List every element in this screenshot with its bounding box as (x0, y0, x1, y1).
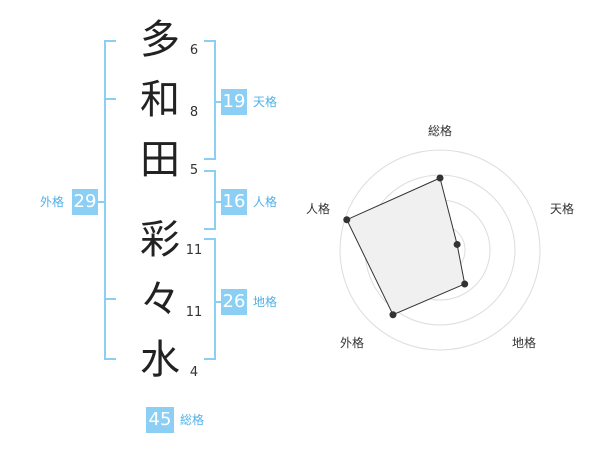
radar-label-tenkaku: 天格 (550, 202, 575, 216)
soukaku-badge: 45 (146, 407, 174, 433)
character-4: 彩 (140, 217, 180, 263)
gaikaku-label: 外格 (40, 195, 65, 209)
radar-label-chikaku: 地格 (512, 336, 537, 350)
radar-point-2 (453, 240, 461, 248)
radar-points (343, 174, 469, 319)
character-2: 和 (140, 77, 180, 123)
radar-point-3 (461, 280, 469, 288)
radar-label-gaikaku: 外格 (340, 336, 365, 350)
stroke-count-4: 11 (185, 243, 203, 258)
radar-label-soukaku: 総格 (428, 124, 453, 138)
radar-ring-4 (339, 149, 541, 351)
stroke-count-5: 11 (185, 305, 203, 320)
tenkaku-label: 天格 (253, 95, 278, 109)
jinkaku-label: 人格 (253, 195, 278, 209)
character-1: 多 (140, 17, 180, 63)
chikaku-label: 地格 (253, 295, 278, 309)
radar-point-1 (436, 174, 444, 182)
stroke-count-6: 4 (189, 365, 199, 380)
radar-point-4 (389, 311, 397, 319)
radar-point-5 (343, 216, 351, 224)
tenkaku-badge: 19 (221, 89, 247, 115)
radar-polygon (346, 177, 466, 316)
stroke-count-3: 5 (189, 163, 199, 178)
character-3: 田 (140, 137, 180, 183)
character-6: 水 (140, 337, 180, 383)
stroke-count-1: 6 (189, 43, 199, 58)
chikaku-badge: 26 (221, 289, 247, 315)
character-5: 々 (140, 277, 180, 323)
radar-label-jinkaku: 人格 (306, 202, 331, 216)
stroke-count-2: 8 (189, 105, 199, 120)
soukaku-label: 総格 (180, 413, 205, 427)
gaikaku-badge: 29 (72, 189, 98, 215)
jinkaku-badge: 16 (221, 189, 247, 215)
